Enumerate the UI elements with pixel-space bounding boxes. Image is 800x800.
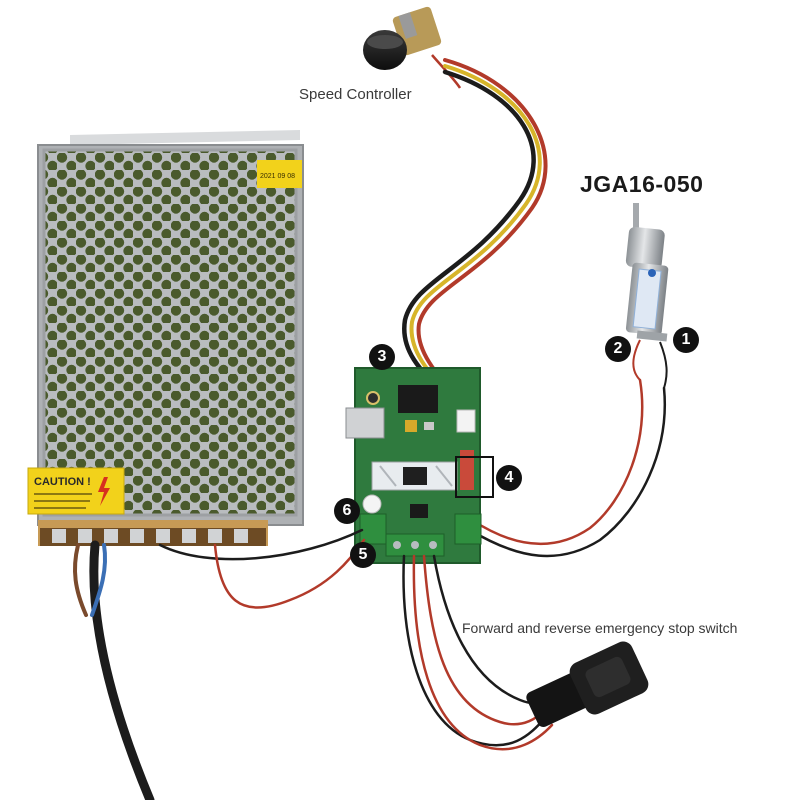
terminal-block (38, 520, 268, 546)
driver-board (345, 367, 494, 564)
switch-wires (402, 554, 557, 751)
motor-leads (468, 378, 666, 558)
gear-motor (625, 203, 669, 389)
caution-text: CAUTION ! (34, 476, 91, 488)
switch-caption-label: Forward and reverse emergency stop switc… (462, 620, 738, 636)
date-sticker: 2021 09 08 (257, 160, 302, 188)
speed-controller (363, 6, 462, 89)
motor-model-label: JGA16-050 (580, 171, 704, 197)
callout-badge-6: 6 (334, 498, 360, 524)
callout-badge-2: 2 (605, 336, 631, 362)
svg-text:2021 09 08: 2021 09 08 (260, 173, 295, 180)
mains-cable (72, 540, 155, 800)
motor-terminal (454, 513, 482, 545)
power-supply: 2021 09 08 CAUTION ! (27, 130, 304, 546)
perforated-cover (44, 150, 296, 515)
callout-badge-5: 5 (350, 542, 376, 568)
callout-badge-1: 1 (673, 327, 699, 353)
callout-badge-4: 4 (496, 465, 522, 491)
lightning-icon (98, 477, 110, 506)
speed-controller-cable (401, 58, 548, 402)
caution-label: CAUTION ! (27, 467, 125, 515)
power-wires (158, 528, 366, 609)
highlight-box (455, 456, 494, 498)
rocker-switch (526, 641, 649, 728)
speed-controller-label: Speed Controller (299, 86, 412, 103)
callout-badge-3: 3 (369, 344, 395, 370)
